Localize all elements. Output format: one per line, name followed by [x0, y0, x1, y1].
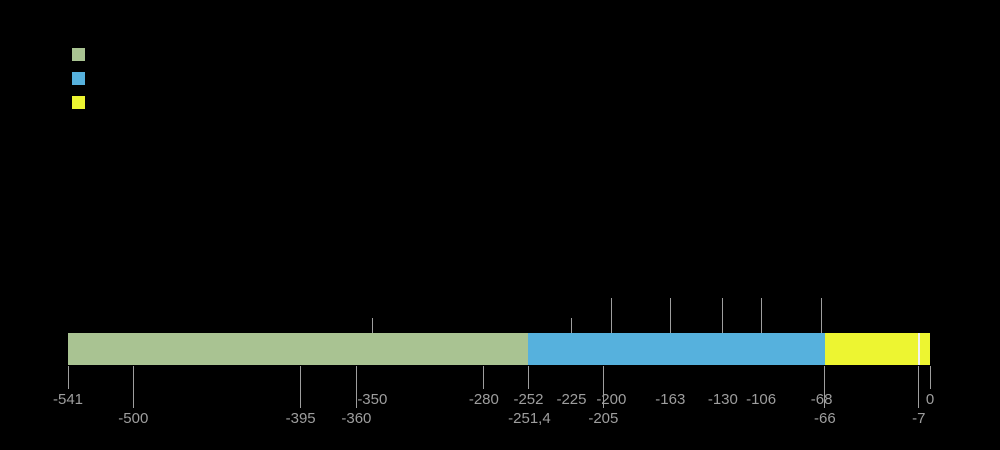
- tick-line--350: [371, 318, 373, 333]
- tick-line-0: [929, 366, 931, 389]
- tick-line--280: [483, 366, 485, 389]
- tick-line--225: [570, 318, 572, 333]
- tick-line--395: [300, 366, 302, 408]
- tick-label--360: -360: [341, 410, 372, 427]
- tick-label--106: -106: [746, 391, 777, 408]
- tick-label--205: -205: [588, 410, 619, 427]
- tick-line--66: [824, 366, 826, 408]
- tick-label--163: -163: [655, 391, 686, 408]
- green-era-swatch: [72, 48, 85, 61]
- tick-label--350: -350: [357, 391, 388, 408]
- tick-label--541: -541: [52, 391, 84, 408]
- tick-label--251.4: -251,4: [508, 410, 551, 427]
- blue-era-swatch: [72, 72, 85, 85]
- tick-line--500: [132, 366, 134, 408]
- tick-line--205: [602, 366, 604, 408]
- era-segment-2: [528, 333, 825, 365]
- era-segment-3: [824, 333, 930, 365]
- tick-line--7: [918, 366, 920, 408]
- tick-label--200: -200: [596, 391, 627, 408]
- legend: [72, 48, 85, 120]
- legend-item: [72, 96, 85, 109]
- tick-line--68: [821, 298, 823, 333]
- tick-line--252: [527, 366, 529, 389]
- tick-line--200: [610, 298, 612, 333]
- tick-label--395: -395: [285, 410, 316, 427]
- tick-label--130: -130: [707, 391, 738, 408]
- era-segment-1: [68, 333, 529, 365]
- yellow-era-swatch: [72, 96, 85, 109]
- tick-label--225: -225: [556, 391, 587, 408]
- tick-line--360: [355, 366, 357, 408]
- tick-line--541: [67, 366, 69, 389]
- tick-label--280: -280: [468, 391, 499, 408]
- tick-line--163: [669, 298, 671, 333]
- legend-item: [72, 48, 85, 61]
- bar-marker--7: [917, 333, 920, 365]
- legend-item: [72, 72, 85, 85]
- tick-label--68: -68: [810, 391, 833, 408]
- tick-label--500: -500: [118, 410, 149, 427]
- tick-label--252: -252: [513, 391, 544, 408]
- tick-line--130: [722, 298, 724, 333]
- tick-label--7: -7: [912, 410, 926, 427]
- tick-label--66: -66: [813, 410, 836, 427]
- tick-label-0: 0: [925, 391, 935, 408]
- tick-line--106: [760, 298, 762, 333]
